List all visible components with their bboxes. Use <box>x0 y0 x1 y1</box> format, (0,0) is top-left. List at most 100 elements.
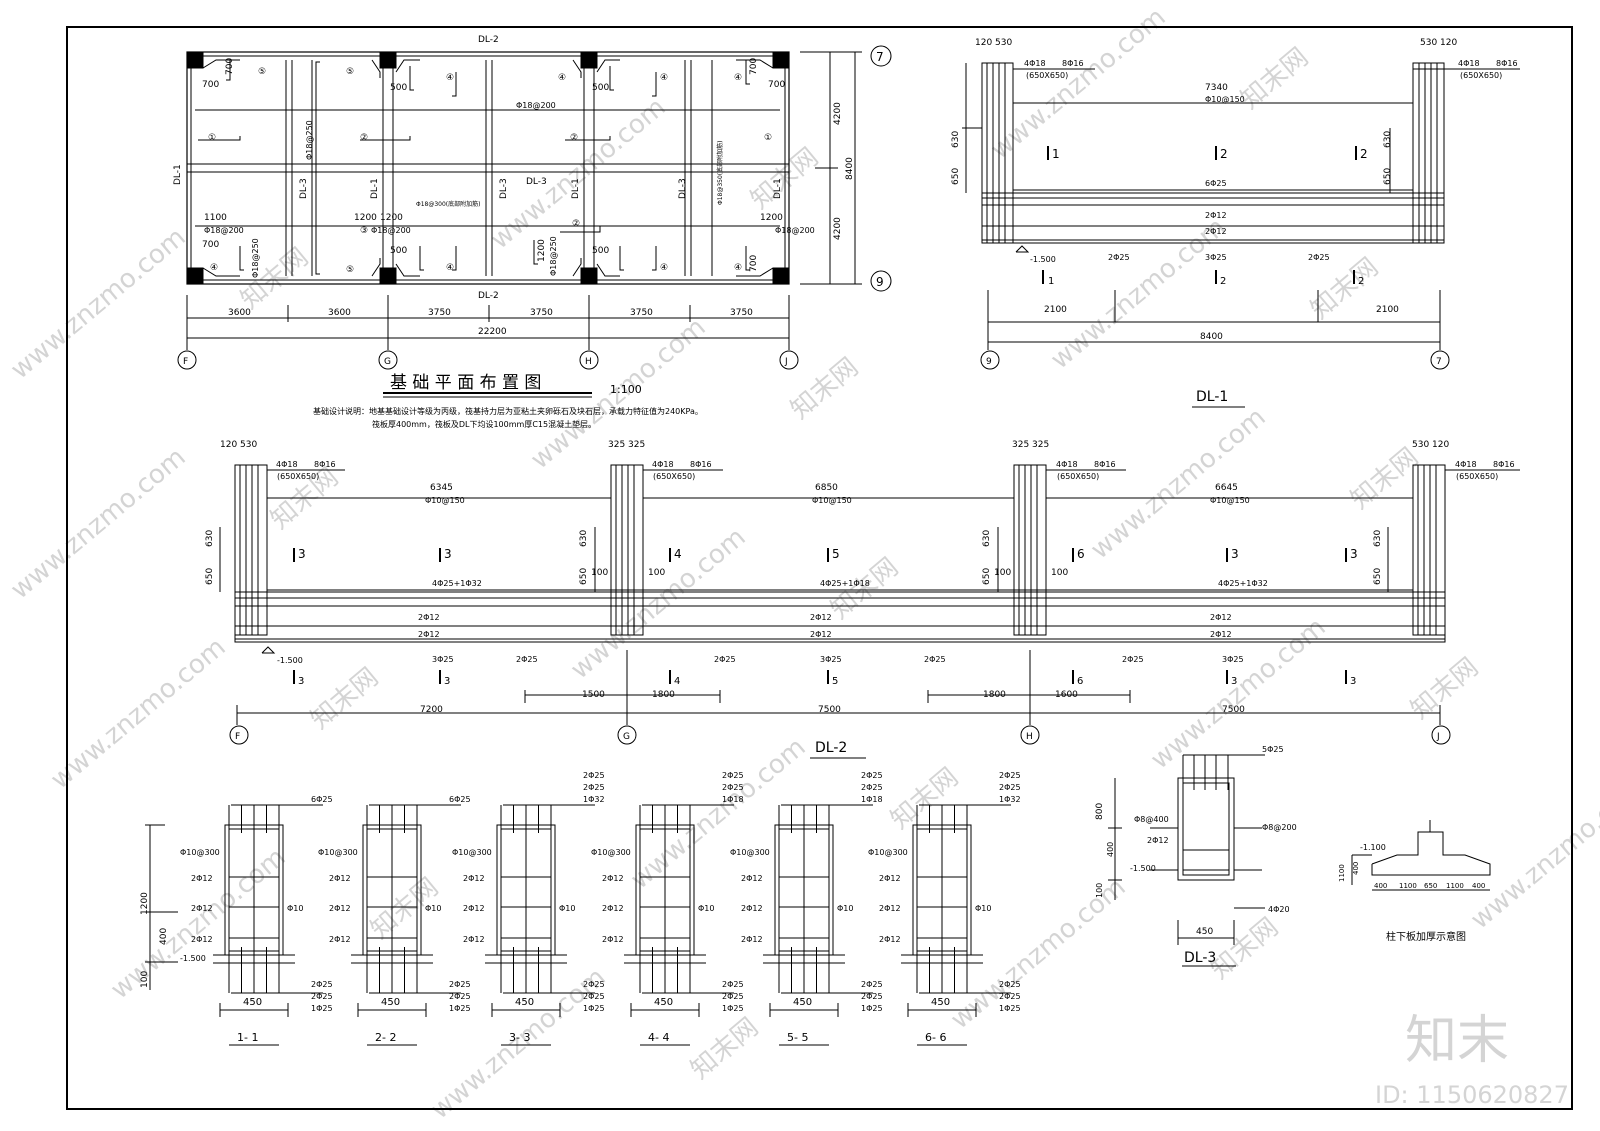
section-waist-label: 2Φ12 <box>463 904 485 913</box>
height-dim: 4200 <box>833 217 843 240</box>
dim-500: 500 <box>390 83 407 93</box>
watermark-text: www.znzmo.com <box>45 632 231 795</box>
dim-500: 500 <box>592 246 609 256</box>
watermark-text: 知末网 <box>685 1012 764 1085</box>
beam-label-bottom: DL-2 <box>478 291 499 301</box>
dl1-col-rebar: 4Φ18 <box>1024 59 1046 68</box>
section-top-rebar: 2Φ25 <box>861 783 883 792</box>
dl2-sec: 3 <box>298 676 304 687</box>
dim-700: 700 <box>768 80 785 90</box>
section-text-6: 1Φ322Φ252Φ25Φ10@3002Φ122Φ122Φ12Φ102Φ252Φ… <box>868 771 1021 1044</box>
watermark-layer: www.znzmo.com 知末网 www.znzmo.com 知末网 www.znzm… <box>5 2 1600 1125</box>
section-1 <box>213 804 323 1046</box>
dl1-dim-630: 630 <box>951 131 961 148</box>
thickening-outline <box>572 258 582 277</box>
dim-1200: 1200 <box>760 213 783 223</box>
watermark-text: www.znzmo.com <box>5 442 191 605</box>
bar-mark: ④ <box>660 263 668 273</box>
axis-bubble <box>1020 725 1040 745</box>
section-top-rebar: 2Φ25 <box>999 783 1021 792</box>
dim-1100: 1100 <box>204 213 227 223</box>
dl2-column <box>234 464 268 636</box>
rebar-hook <box>419 246 424 271</box>
section-height-dim: 400 <box>159 928 169 945</box>
level-mark <box>261 646 276 654</box>
dim-1200: 1200 <box>354 213 377 223</box>
dl1-axis-7: 7 <box>1436 357 1442 367</box>
dl2-top-bar: 4Φ25+1Φ18 <box>820 579 870 588</box>
watermark-text: 知末网 <box>1205 912 1284 985</box>
section-side-label: Φ10 <box>425 904 441 913</box>
section-waist-label: 2Φ12 <box>463 874 485 883</box>
span-dim: 3750 <box>428 308 451 318</box>
dl2-stirrup: Φ10@150 <box>1210 496 1250 505</box>
rebar-hook <box>609 66 614 91</box>
section-bottom-rebar: 1Φ25 <box>583 1004 605 1013</box>
rebar-label: Φ18@200 <box>775 226 815 235</box>
rebar-label: Φ18@200 <box>516 101 556 110</box>
section-waist-label: 2Φ12 <box>602 874 624 883</box>
section-title: 5- 5 <box>787 1031 808 1044</box>
thickening-outline <box>202 59 240 69</box>
dl2-col-stirrup: 8Φ16 <box>690 460 712 469</box>
dim-1200: 1200 <box>537 239 547 262</box>
section-waist-label: 2Φ12 <box>329 874 351 883</box>
dl2-total: 7500 <box>818 705 841 715</box>
dl2-col-rebar: 4Φ18 <box>1056 460 1078 469</box>
thickening-outline <box>596 263 620 277</box>
section-waist-label: 2Φ12 <box>191 904 213 913</box>
watermark-brand: 知末 ID: 1150620827 <box>1375 1011 1569 1109</box>
dl2-bottom: 3Φ25 <box>432 655 454 664</box>
thicken-dim: 650 <box>1424 882 1437 890</box>
total-dim: 22200 <box>478 327 507 337</box>
section-top-rebar: 2Φ25 <box>722 783 744 792</box>
dl1-col-stirrup: 8Φ16 <box>1496 59 1518 68</box>
thickening-outline <box>395 263 420 277</box>
section-text-5: 1Φ182Φ252Φ25Φ10@3002Φ122Φ122Φ12Φ102Φ252Φ… <box>730 771 883 1044</box>
bar-mark: ② <box>572 219 580 229</box>
section-bottom-rebar: 1Φ25 <box>449 1004 471 1013</box>
beam-sections: 6Φ25Φ10@3002Φ122Φ122Φ12Φ102Φ252Φ251Φ2545… <box>140 771 1021 1046</box>
thickening-outline <box>202 267 240 277</box>
dl3-section <box>1108 754 1265 967</box>
dl1-span: 7340 <box>1205 83 1228 93</box>
dim-700: 700 <box>749 58 759 75</box>
watermark-text: 知末网 <box>305 662 384 735</box>
thickening-outline <box>371 59 381 78</box>
section-width: 450 <box>654 997 673 1008</box>
dl1-column-right <box>1412 62 1445 244</box>
dl1-dim-left: 2100 <box>1044 305 1067 315</box>
dl3-h400: 400 <box>1106 842 1115 857</box>
section-text-4: 1Φ182Φ252Φ25Φ10@3002Φ122Φ122Φ12Φ102Φ252Φ… <box>591 771 744 1044</box>
dl1-dim-650: 650 <box>1383 168 1393 185</box>
section-text-1: 6Φ25Φ10@3002Φ122Φ122Φ12Φ102Φ252Φ251Φ2545… <box>180 795 333 1044</box>
section-top-rebar: 2Φ25 <box>722 771 744 780</box>
section-5 <box>763 804 873 1046</box>
watermark-id: ID: 1150620827 <box>1375 1081 1569 1109</box>
span-dim: 3600 <box>228 308 251 318</box>
dl3-h800: 800 <box>1095 803 1105 820</box>
section-3 <box>485 804 595 1046</box>
section-top-rebar: 6Φ25 <box>449 795 471 804</box>
watermark-text: 知末网 <box>1235 42 1314 115</box>
section-waist-label: 2Φ12 <box>329 935 351 944</box>
section-level: -1.500 <box>180 954 206 963</box>
dl2-dim-100: 100 <box>994 568 1011 578</box>
thickening-outline <box>736 59 774 69</box>
bar-mark: ④ <box>446 263 454 273</box>
dl2-column <box>610 464 644 636</box>
watermark-text: www.znzmo.com <box>105 842 291 1005</box>
dl2-sec: 3 <box>1231 547 1239 561</box>
dl2-dim: 1800 <box>652 690 675 700</box>
dl2-dim: 1600 <box>1055 690 1078 700</box>
section-top-rebar: 1Φ32 <box>583 795 605 804</box>
thicken-h400: 400 <box>1352 862 1360 875</box>
rebar-label: Φ18@300(底部附加筋) <box>416 200 481 208</box>
axis-label-g: G <box>384 357 391 367</box>
dl1-sec-mark: 1 <box>1052 147 1060 161</box>
section-bottom-rebar: 2Φ25 <box>722 992 744 1001</box>
dl2-col-stirrup: 8Φ16 <box>314 460 336 469</box>
section-side-label: Φ10 <box>837 904 853 913</box>
section-top-rebar: 2Φ25 <box>861 771 883 780</box>
